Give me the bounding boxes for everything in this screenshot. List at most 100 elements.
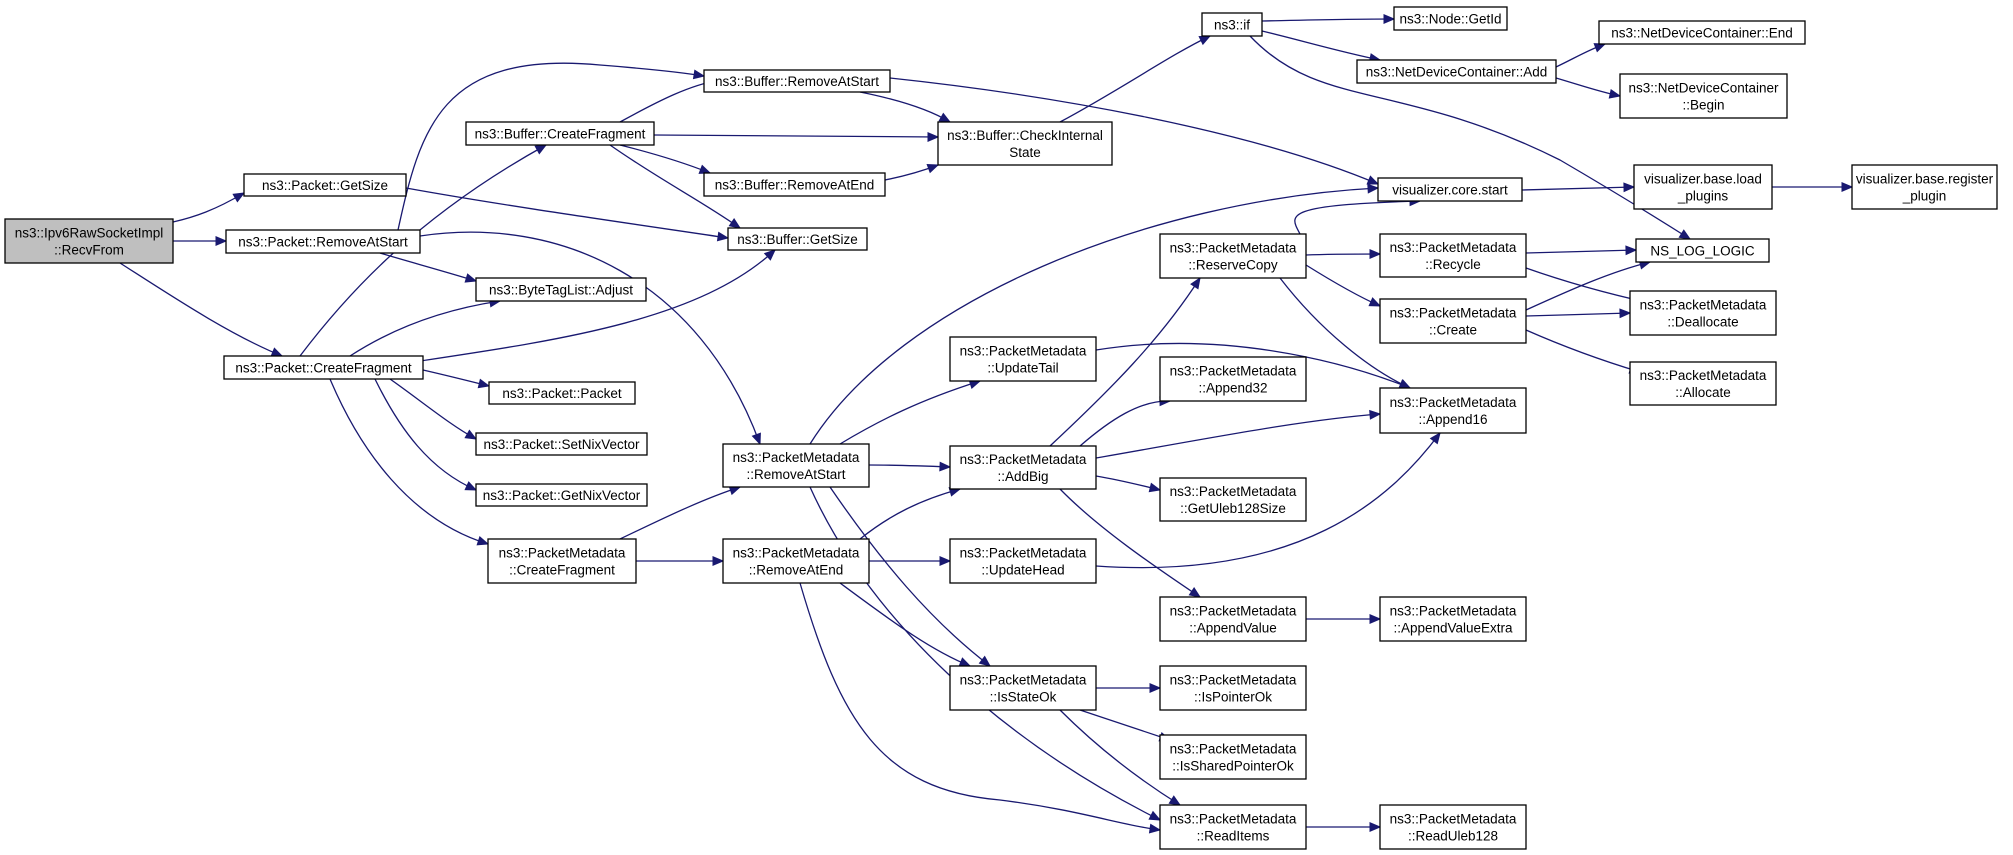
- call-edge-n15-to-n26: [859, 487, 962, 540]
- function-node-n10[interactable]: ns3::Packet::Packet: [488, 381, 636, 405]
- function-node-n36[interactable]: ns3::PacketMetadata::Recycle: [1379, 233, 1527, 278]
- node-box: [1629, 290, 1777, 336]
- function-node-n23[interactable]: visualizer.base.register_plugin: [1851, 164, 1998, 210]
- function-node-n39[interactable]: ns3::PacketMetadata::AppendValueExtra: [1379, 596, 1527, 642]
- call-edge-n18-to-n19: [1555, 43, 1607, 68]
- call-edge-n15-to-n28: [839, 582, 972, 667]
- node-box: [1598, 20, 1806, 45]
- function-node-n4[interactable]: ns3::Buffer::RemoveAtStart: [703, 69, 891, 93]
- function-node-n0[interactable]: ns3::Ipv6RawSocketImpl::RecvFrom: [4, 218, 174, 264]
- call-edge-n28-to-n35: [1059, 709, 1182, 806]
- function-node-n40[interactable]: ns3::PacketMetadata::ReadUleb128: [1379, 804, 1527, 850]
- arrowhead: [1168, 795, 1182, 806]
- call-edge-n21-to-n22: [1521, 182, 1636, 193]
- function-node-n30[interactable]: ns3::PacketMetadata::Append32: [1159, 356, 1307, 402]
- node-label-line: ns3::PacketMetadata: [1640, 368, 1767, 383]
- edge-line: [1521, 186, 1635, 191]
- function-node-n38[interactable]: ns3::PacketMetadata::Append16: [1379, 387, 1527, 434]
- function-node-n11[interactable]: ns3::Packet::SetNixVector: [475, 432, 648, 456]
- function-node-n41[interactable]: ns3::PacketMetadata::Deallocate: [1629, 290, 1777, 336]
- node-label-line: ns3::if: [1214, 18, 1250, 33]
- edge-line: [799, 582, 1161, 831]
- node-label-line: ::Begin: [1682, 98, 1724, 113]
- call-edge-n18-to-n20: [1555, 77, 1622, 99]
- arrowhead: [926, 163, 940, 174]
- edge-line: [389, 378, 477, 440]
- function-node-n13[interactable]: ns3::PacketMetadata::CreateFragment: [487, 538, 637, 584]
- function-node-n20[interactable]: ns3::NetDeviceContainer::Begin: [1619, 73, 1788, 119]
- function-node-n22[interactable]: visualizer.base.load_plugins: [1633, 164, 1773, 210]
- node-label-line: ns3::NetDeviceContainer::Add: [1366, 65, 1548, 80]
- function-node-n17[interactable]: ns3::Node::GetId: [1393, 6, 1508, 31]
- function-node-n31[interactable]: ns3::PacketMetadata::GetUleb128Size: [1159, 477, 1307, 522]
- function-node-n24[interactable]: NS_LOG_LOGIC: [1635, 238, 1770, 263]
- edge-line: [889, 77, 1379, 185]
- arrowhead: [712, 556, 725, 566]
- node-box: [465, 121, 655, 146]
- function-node-n8[interactable]: ns3::Buffer::GetSize: [727, 227, 868, 251]
- function-node-n1[interactable]: ns3::Packet::GetSize: [243, 173, 407, 197]
- function-node-n29[interactable]: ns3::PacketMetadata::ReserveCopy: [1159, 233, 1307, 279]
- function-node-n15[interactable]: ns3::PacketMetadata::RemoveAtEnd: [722, 538, 870, 584]
- function-node-n26[interactable]: ns3::PacketMetadata::AddBig: [949, 445, 1097, 490]
- node-label-line: ns3::PacketMetadata: [1390, 240, 1517, 255]
- function-node-n7[interactable]: ns3::Buffer::RemoveAtEnd: [703, 172, 886, 197]
- edge-line: [172, 192, 245, 223]
- function-node-n27[interactable]: ns3::PacketMetadata::UpdateHead: [949, 538, 1097, 584]
- node-label-line: ns3::PacketMetadata: [960, 344, 1087, 359]
- edge-line: [1525, 312, 1631, 317]
- call-edge-n4-to-n21: [889, 77, 1380, 185]
- function-node-n32[interactable]: ns3::PacketMetadata::AppendValue: [1159, 596, 1307, 642]
- node-box: [225, 229, 421, 254]
- function-node-n2[interactable]: ns3::Packet::RemoveAtStart: [225, 229, 421, 254]
- edge-line: [405, 187, 729, 239]
- call-edge-n35-to-n40: [1306, 822, 1382, 832]
- node-box: [487, 538, 637, 584]
- function-node-n12[interactable]: ns3::Packet::GetNixVector: [475, 483, 648, 507]
- node-label-line: ::Append16: [1418, 412, 1487, 427]
- function-node-n9[interactable]: ns3::ByteTagList::Adjust: [475, 277, 647, 302]
- function-node-n33[interactable]: ns3::PacketMetadata::IsPointerOk: [1159, 665, 1307, 711]
- function-node-n16[interactable]: ns3::if: [1201, 12, 1263, 37]
- function-node-n14[interactable]: ns3::PacketMetadata::RemoveAtStart: [722, 443, 870, 488]
- function-node-n18[interactable]: ns3::NetDeviceContainer::Add: [1356, 59, 1557, 84]
- arrowhead: [1619, 308, 1632, 319]
- node-label-line: ::Deallocate: [1667, 315, 1738, 330]
- function-node-n3[interactable]: ns3::Packet::CreateFragment: [223, 355, 424, 380]
- edge-line: [419, 231, 761, 445]
- arrowhead: [534, 144, 548, 155]
- call-edge-n26-to-n32: [1059, 488, 1202, 598]
- edge-line: [374, 378, 477, 491]
- call-edge-n0-to-n2: [173, 236, 228, 246]
- arrowhead: [698, 164, 712, 174]
- call-edge-n26-to-n38: [1095, 409, 1382, 459]
- edge-line: [419, 249, 776, 362]
- arrowhead: [1625, 245, 1638, 256]
- function-node-n37[interactable]: ns3::PacketMetadata::Create: [1379, 298, 1527, 344]
- node-box: [1159, 665, 1307, 711]
- function-node-n34[interactable]: ns3::PacketMetadata::IsSharedPointerOk: [1159, 734, 1307, 780]
- node-label-line: ns3::PacketMetadata: [960, 673, 1087, 688]
- function-node-n19[interactable]: ns3::NetDeviceContainer::End: [1598, 20, 1806, 45]
- node-label-line: ::UpdateHead: [981, 563, 1064, 578]
- arrowhead: [476, 536, 490, 546]
- arrowhead: [1367, 183, 1380, 194]
- node-label-line: ns3::PacketMetadata: [1390, 395, 1517, 410]
- function-node-n21[interactable]: visualizer.core.start: [1377, 177, 1523, 202]
- node-box: [1635, 238, 1770, 263]
- function-node-n35[interactable]: ns3::PacketMetadata::ReadItems: [1159, 804, 1307, 850]
- function-node-n25[interactable]: ns3::PacketMetadata::UpdateTail: [949, 336, 1097, 382]
- node-label-line: ::ReadUleb128: [1408, 829, 1498, 844]
- arrowhead: [939, 461, 952, 472]
- node-label-line: ns3::PacketMetadata: [960, 546, 1087, 561]
- edge-line: [809, 187, 1379, 445]
- arrowhead: [232, 192, 246, 203]
- arrowhead: [927, 132, 940, 142]
- function-node-n42[interactable]: ns3::PacketMetadata::Allocate: [1629, 361, 1777, 406]
- function-node-n28[interactable]: ns3::PacketMetadata::IsStateOk: [949, 665, 1097, 711]
- node-box: [1379, 298, 1527, 344]
- function-node-n5[interactable]: ns3::Buffer::CreateFragment: [465, 121, 655, 146]
- node-box: [1633, 164, 1773, 210]
- arrowhead: [1678, 229, 1692, 240]
